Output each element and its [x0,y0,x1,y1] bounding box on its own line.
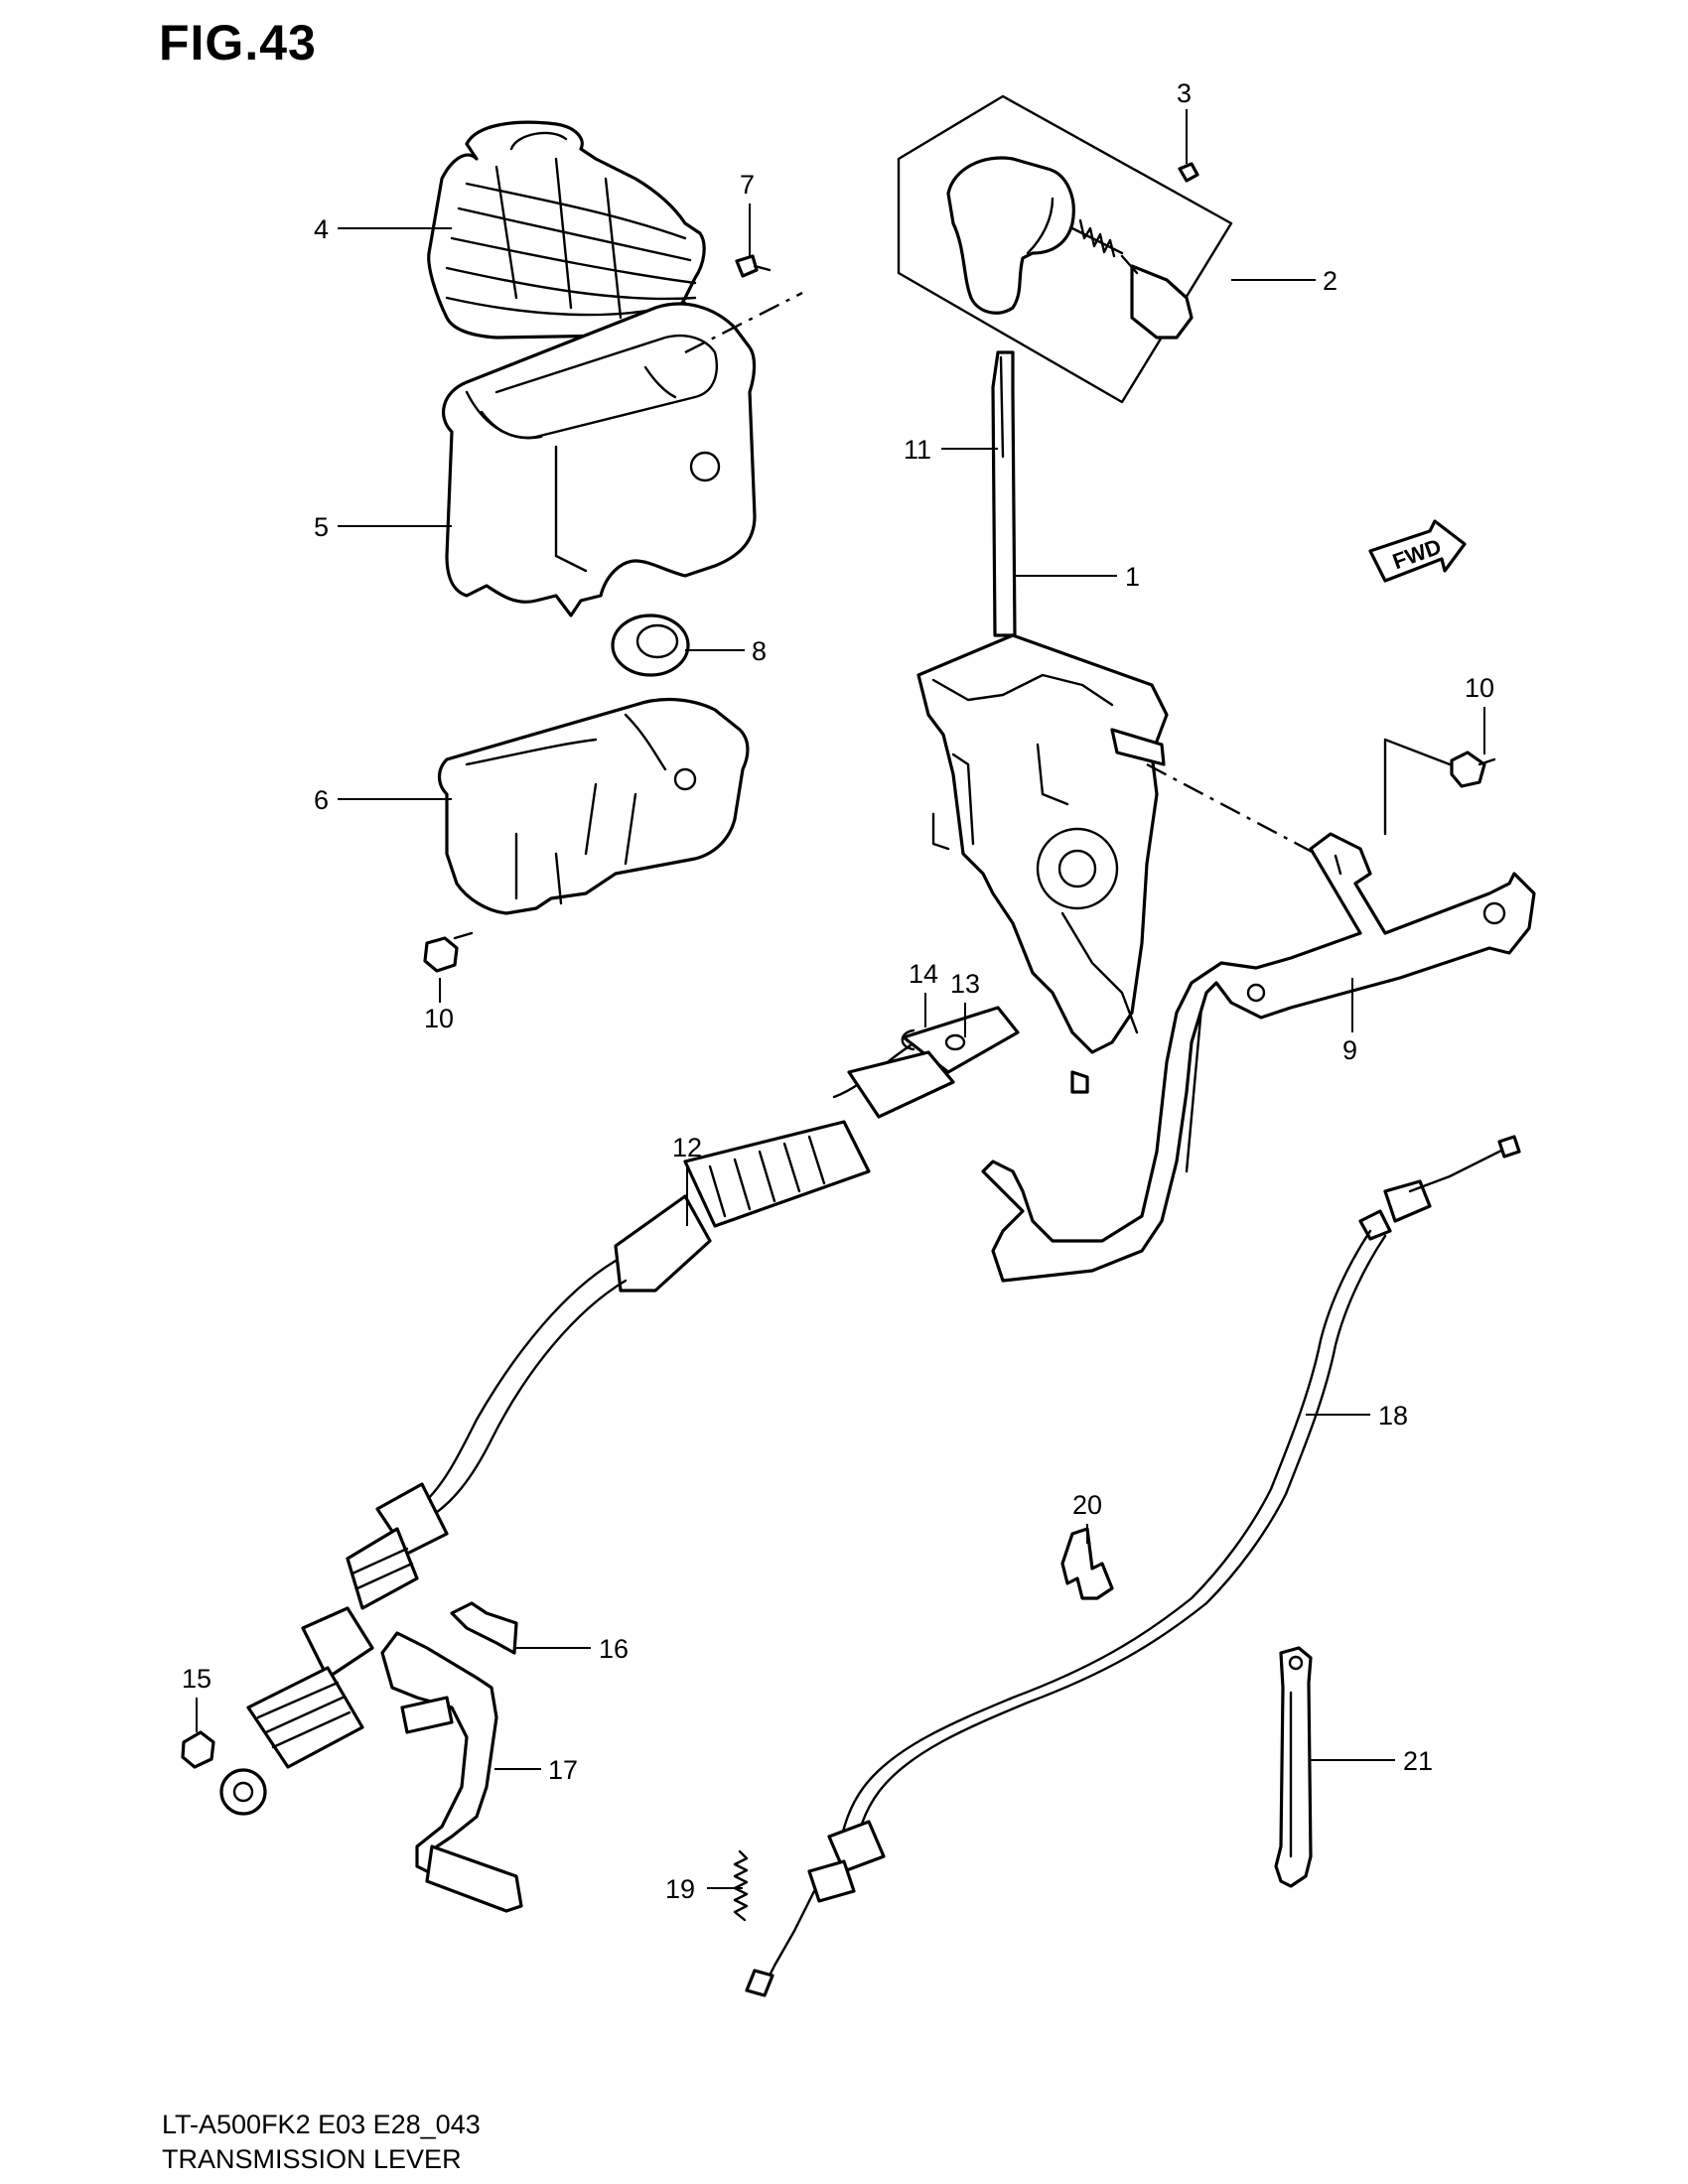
callout-2: 2 [1323,266,1337,296]
callout-numbers: 4 5 6 7 8 3 2 11 1 10 10 9 12 14 13 15 1… [182,78,1494,1904]
screw-7-part[interactable] [735,254,772,278]
bolt-10a-part[interactable] [1450,751,1496,788]
screw-3-part[interactable] [1178,162,1199,183]
washer-13-part[interactable] [944,1033,966,1051]
callout-16: 16 [599,1634,629,1664]
fwd-direction-arrow: FWD [1368,519,1467,583]
callout-15: 15 [182,1664,211,1694]
callout-14: 14 [909,959,938,989]
nut-15-part[interactable] [181,1730,215,1769]
callout-21: 21 [1403,1746,1433,1776]
callout-1: 1 [1125,562,1140,592]
callout-13: 13 [950,969,980,999]
grommet-part[interactable] [611,614,690,677]
spring-19-part[interactable] [733,1849,749,1922]
model-code: LT-A500FK2 E03 E28_043 [162,2110,481,2139]
assembly-line-2 [1146,762,1317,856]
callout-5: 5 [314,512,329,542]
clamp-20-part[interactable] [1060,1527,1114,1600]
band-21-part[interactable] [1274,1646,1313,1888]
callout-4: 4 [314,214,329,244]
lower-cover-part[interactable] [437,697,750,915]
callout-3: 3 [1177,78,1192,108]
callout-8: 8 [752,636,767,666]
callout-18: 18 [1378,1401,1408,1431]
callout-7: 7 [740,170,755,200]
callout-20: 20 [1072,1490,1102,1520]
clip-16-part[interactable] [450,1601,518,1655]
secondary-cable-part[interactable] [745,1135,1521,1997]
upper-cover-part[interactable] [442,302,757,617]
bracket-stay-part[interactable] [981,832,1536,1283]
callout-9: 9 [1342,1035,1357,1065]
bolt-10b-part[interactable] [423,931,474,973]
callout-10-lower: 10 [424,1004,454,1033]
shift-knob-part[interactable] [897,94,1233,404]
lever-assembly-part[interactable] [916,350,1169,1094]
figure-title: FIG.43 [159,15,317,70]
shift-cable-part[interactable] [219,1006,1020,1816]
shift-arm-part[interactable] [380,1631,523,1913]
leader-lines [196,109,1485,1889]
callout-11: 11 [904,435,931,465]
callout-10-upper: 10 [1465,673,1494,703]
callout-17: 17 [548,1755,578,1785]
callout-19: 19 [665,1874,695,1904]
callout-6: 6 [314,785,329,815]
assembly-line-3 [1383,738,1452,836]
section-name: TRANSMISSION LEVER [162,2144,462,2174]
clip-14-part[interactable] [901,1028,915,1051]
callout-12: 12 [672,1133,702,1162]
